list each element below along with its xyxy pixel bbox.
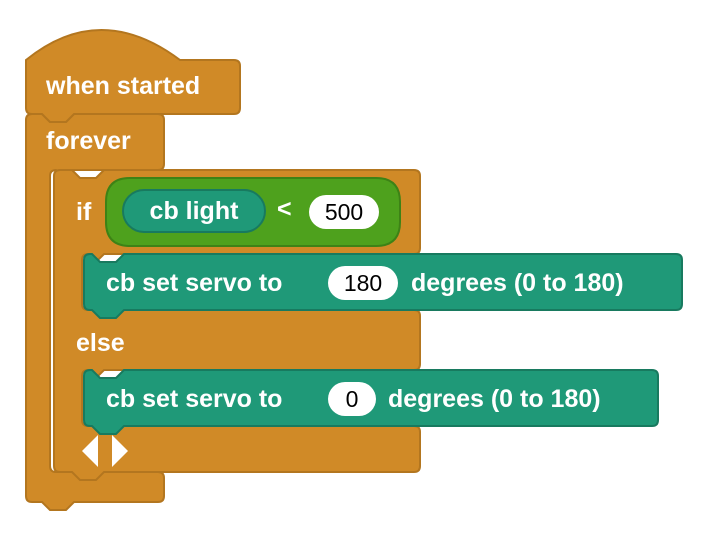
less-than-operator: < — [277, 195, 292, 223]
servo-angle-field-else[interactable]: 0 — [328, 382, 376, 416]
cb-light-reporter[interactable]: cb light — [122, 189, 266, 233]
servo-angle-field-then[interactable]: 180 — [328, 266, 398, 300]
else-label: else — [76, 329, 125, 357]
arrow-left-icon[interactable] — [80, 435, 100, 467]
set-servo-label-then: cb set servo to — [106, 269, 283, 297]
when-started-label: when started — [46, 72, 201, 100]
set-servo-label-else: cb set servo to — [106, 385, 283, 413]
when-started-block[interactable] — [25, 29, 241, 123]
degrees-label-then: degrees (0 to 180) — [411, 269, 624, 297]
degrees-label-else: degrees (0 to 180) — [388, 385, 601, 413]
forever-label: forever — [46, 127, 131, 155]
arrow-right-icon[interactable] — [110, 435, 130, 467]
threshold-value-field[interactable]: 500 — [309, 195, 379, 229]
if-label: if — [76, 198, 92, 226]
